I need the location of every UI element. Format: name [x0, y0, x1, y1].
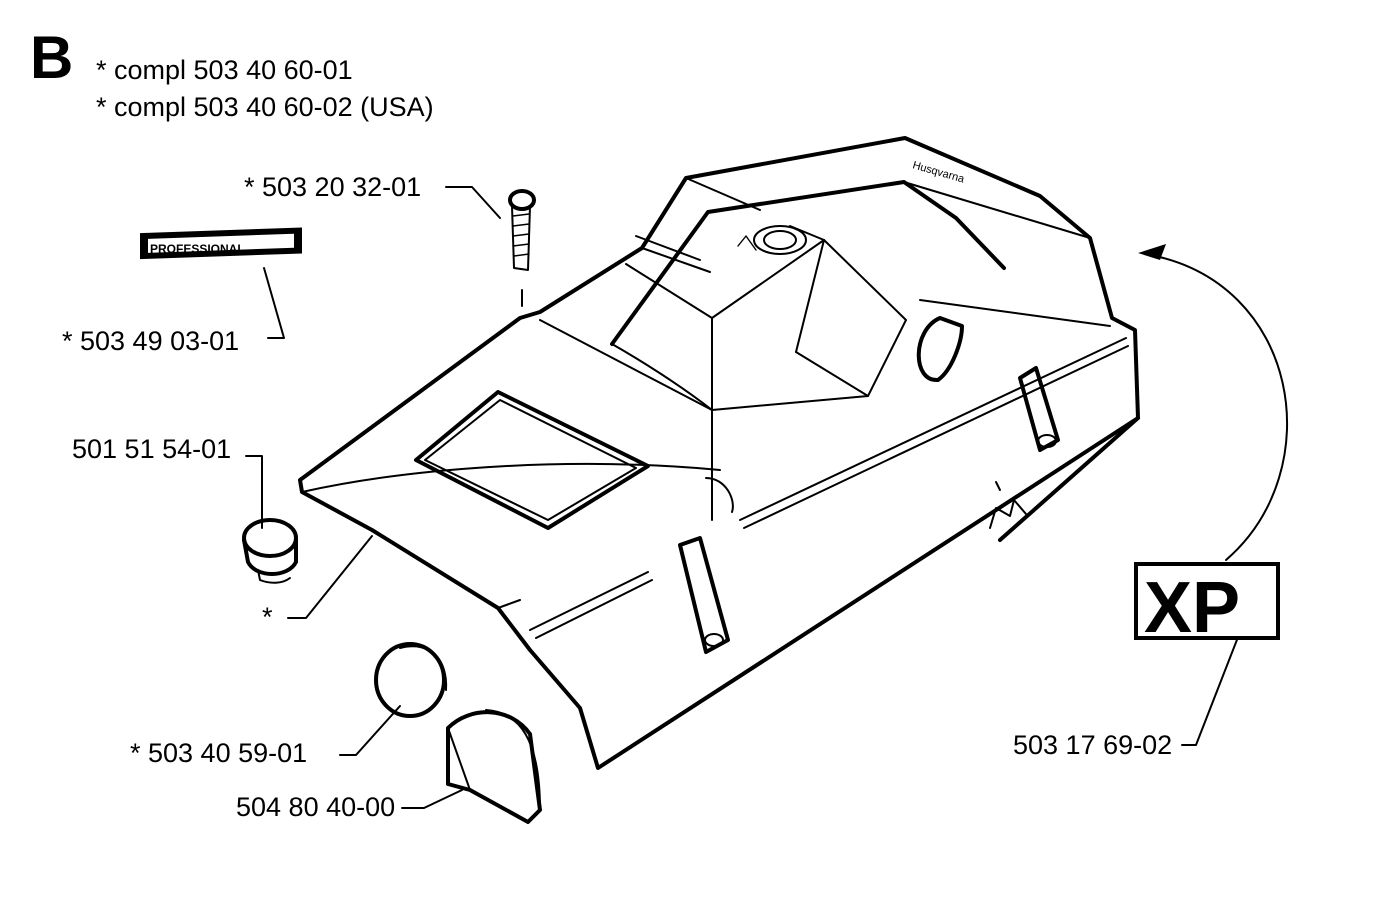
assembly-note-2: * compl 503 40 60-02 (USA) [96, 92, 434, 122]
callout-round-cap: * 503 40 59-01 [130, 738, 308, 768]
callout-half-round-cover: 504 80 40-00 [236, 792, 396, 822]
xp-decal: XP [1134, 562, 1280, 648]
cylinder-cover: Husqvarna [298, 136, 1140, 770]
professional-decal-text: PROFESSIONAL [150, 242, 245, 256]
plug [242, 518, 298, 584]
professional-decal: PROFESSIONAL [140, 227, 302, 260]
round-cap [374, 642, 448, 718]
screw [508, 189, 536, 271]
callout-cover: * [262, 602, 273, 632]
section-letter: B [30, 24, 74, 91]
cover-brand-text: Husqvarna [911, 159, 966, 185]
callout-xp-decal: 503 17 69-02 [1013, 730, 1173, 760]
callout-plug: 501 51 54-01 [72, 434, 232, 464]
assembly-note-1: * compl 503 40 60-01 [96, 55, 353, 85]
callout-professional-decal: * 503 49 03-01 [62, 326, 240, 356]
xp-decal-text: XP [1144, 568, 1240, 648]
half-round-cover [446, 709, 542, 824]
leader-lines [245, 186, 1289, 809]
callout-screw: * 503 20 32-01 [244, 172, 422, 202]
arrow-head [1138, 244, 1166, 260]
